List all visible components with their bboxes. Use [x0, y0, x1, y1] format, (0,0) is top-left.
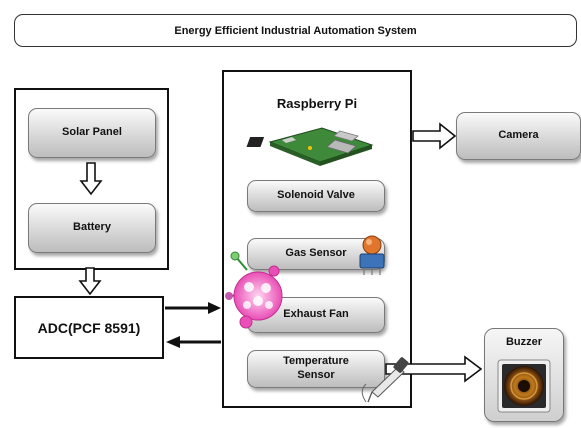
gas-molecule-icon	[225, 251, 283, 329]
raspberry-pi-title: Raspberry Pi	[276, 96, 358, 111]
adc-label: ADC(PCF 8591)	[37, 319, 141, 336]
gas-sensor-label: Gas Sensor	[285, 247, 347, 260]
arrow-adc-to-rpi	[165, 302, 221, 314]
solenoid-valve-box: Solenoid Valve	[247, 180, 385, 212]
diagram-title: Energy Efficient Industrial Automation S…	[14, 14, 577, 47]
arrow-power-to-adc	[78, 267, 102, 296]
arrow-solar-to-battery	[79, 162, 103, 196]
buzzer-label: Buzzer	[505, 336, 543, 348]
raspberry-pi-board-icon	[246, 127, 374, 166]
gas-sensor-icon	[359, 235, 385, 275]
battery-label: Battery	[73, 221, 111, 234]
temperature-probe-icon	[361, 357, 409, 403]
battery-box: Battery	[28, 203, 156, 253]
speaker-icon	[497, 359, 551, 413]
temperature-sensor-label-line1: Temperature	[283, 355, 349, 368]
solenoid-valve-label: Solenoid Valve	[277, 189, 355, 202]
temperature-sensor-label-line2: Sensor	[297, 369, 335, 381]
solar-panel-box: Solar Panel	[28, 108, 156, 158]
arrow-rpi-to-adc	[166, 336, 221, 348]
arrow-rpi-to-camera	[412, 122, 457, 150]
camera-box: Camera	[456, 112, 581, 160]
temperature-sensor-box: Temperature Sensor	[247, 350, 385, 388]
adc-box: ADC(PCF 8591)	[14, 296, 164, 359]
solar-panel-label: Solar Panel	[62, 126, 122, 139]
exhaust-fan-label: Exhaust Fan	[283, 308, 349, 321]
camera-label: Camera	[498, 129, 539, 142]
